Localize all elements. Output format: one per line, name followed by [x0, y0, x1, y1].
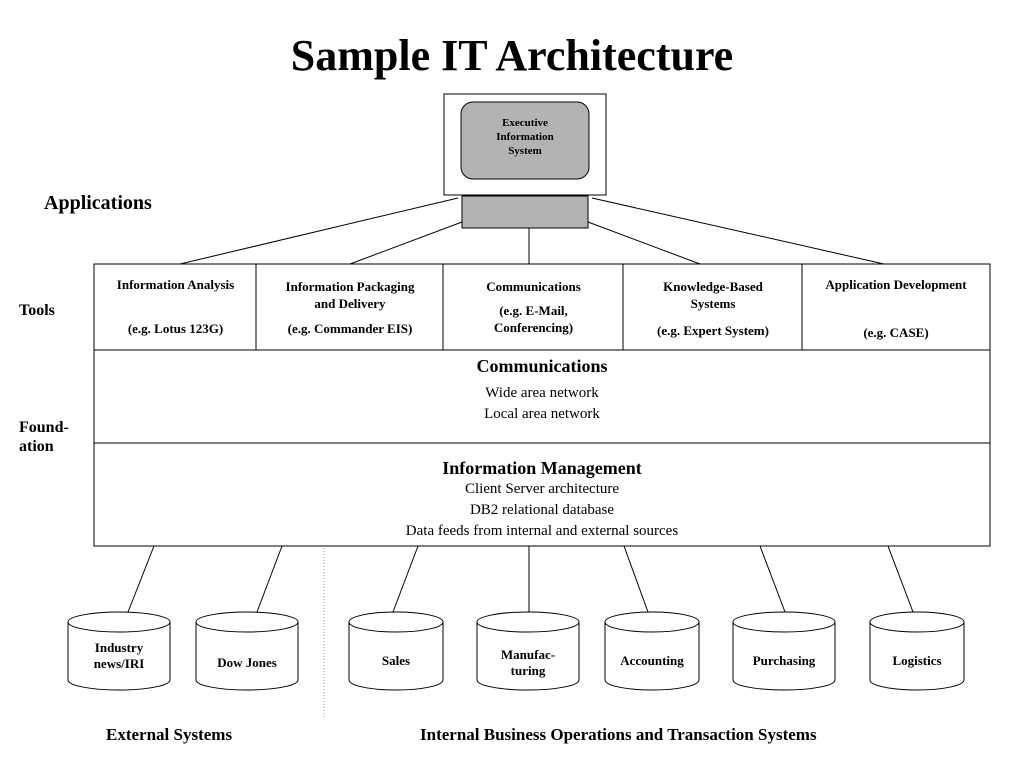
- connector-db-sales: [392, 545, 419, 613]
- database-label-industry: Industry news/IRI: [68, 640, 170, 672]
- tool-communications: Communications (e.g. E-Mail, Conferencin…: [444, 278, 623, 348]
- foundation-label-line-2: ation: [19, 438, 54, 455]
- tool-title: Application Development: [825, 277, 967, 292]
- tools-label: Tools: [19, 302, 55, 319]
- tool-title: Information Analysis: [116, 277, 235, 292]
- foundation-label-line-1: Found-: [19, 419, 69, 436]
- tool-example: (e.g. Commander EIS): [287, 321, 413, 336]
- eis-label: Executive Information System: [461, 116, 589, 158]
- monitor-screen: [460, 101, 590, 180]
- tool-example: (e.g. Lotus 123G): [127, 321, 224, 336]
- information-management-item: Data feeds from internal and external so…: [405, 523, 679, 539]
- database-label-sales: Sales: [381, 653, 411, 668]
- eis-label-line-2: Information: [496, 131, 554, 143]
- foundation-label: Found- ation: [19, 418, 69, 456]
- communications-heading: Communications: [476, 356, 608, 376]
- database-accounting: [604, 611, 700, 691]
- tool-knowledge-based: Knowledge-Based Systems (e.g. Expert Sys…: [624, 278, 802, 348]
- database-manufacturing: [476, 611, 580, 691]
- connector-db-purchasing: [759, 545, 786, 613]
- information-management-heading: Information Management: [442, 458, 642, 478]
- information-management-item: Client Server architecture: [464, 481, 620, 497]
- tool-title: Communications: [486, 279, 581, 294]
- eis-label-line-1: Executive: [502, 117, 548, 129]
- tool-example-line-1: (e.g. E-Mail,: [499, 303, 568, 318]
- tool-title-line-1: Knowledge-Based: [663, 279, 763, 294]
- connector-eis-tool-2: [349, 221, 463, 265]
- tool-title-line-2: Systems: [690, 296, 736, 311]
- connector-db-logistics: [887, 545, 914, 613]
- tool-example: (e.g. CASE): [863, 325, 929, 340]
- database-industry: [67, 611, 171, 691]
- database-label-logistics: Logistics: [892, 653, 942, 668]
- database-label-line-2: turing: [510, 663, 546, 678]
- external-systems-label: External Systems: [106, 725, 233, 744]
- tool-example-line-2: Conferencing): [493, 320, 574, 335]
- connector-db-accounting: [623, 545, 649, 613]
- tool-example: (e.g. Expert System): [657, 323, 769, 338]
- tool-application-development: Application Development (e.g. CASE): [803, 276, 989, 348]
- eis-label-line-3: System: [508, 145, 542, 157]
- applications-label: Applications: [44, 192, 152, 214]
- database-label-purchasing: Purchasing: [752, 653, 816, 668]
- connector-db-industry: [127, 545, 155, 613]
- connector-eis-tool-4: [587, 221, 701, 265]
- tool-information-analysis: Information Analysis (e.g. Lotus 123G): [95, 276, 256, 348]
- database-label-manufacturing: Manufac- turing: [477, 647, 579, 679]
- page-title: Sample IT Architecture: [290, 31, 734, 80]
- tool-information-packaging: Information Packaging and Delivery (e.g.…: [257, 278, 443, 348]
- monitor-base: [461, 195, 589, 229]
- database-label-dowjones: Dow Jones: [217, 655, 277, 670]
- database-label-line-2: news/IRI: [93, 656, 145, 671]
- information-management-band: [93, 442, 991, 547]
- database-label-accounting: Accounting: [620, 653, 684, 668]
- database-logistics: [869, 611, 965, 691]
- connector-eis-tool-1: [179, 197, 459, 265]
- database-purchasing: [732, 611, 836, 691]
- tool-title-line-1: Information Packaging: [285, 279, 415, 294]
- communications-item: Local area network: [484, 406, 600, 422]
- database-dowjones: [195, 611, 299, 691]
- database-label-line-1: Manufac-: [500, 647, 556, 662]
- information-management-item: DB2 relational database: [469, 502, 615, 518]
- connector-db-dowjones: [256, 545, 283, 613]
- information-management-content: Information Management Client Server arc…: [94, 458, 990, 542]
- connector-eis-tool-5: [591, 197, 885, 265]
- tool-title-line-2: and Delivery: [314, 296, 386, 311]
- internal-systems-label: Internal Business Operations and Transac…: [420, 725, 817, 744]
- database-sales: [348, 611, 444, 691]
- communications-band-content: Communications Wide area network Local a…: [94, 356, 990, 425]
- database-label-line-1: Industry: [94, 640, 144, 655]
- communications-item: Wide area network: [485, 385, 599, 401]
